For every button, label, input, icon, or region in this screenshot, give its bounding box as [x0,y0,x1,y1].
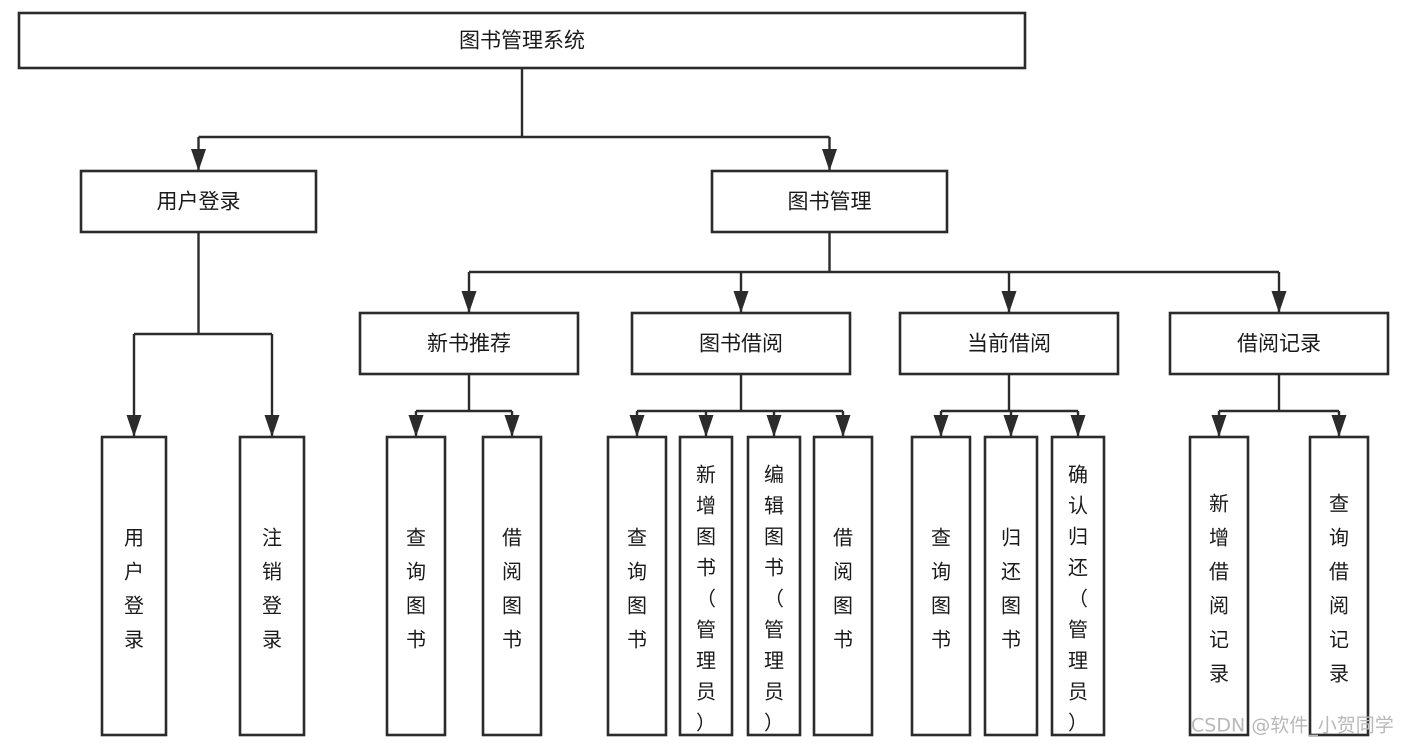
node-borrow-record-box[interactable] [1168,311,1390,376]
node-book-manage-box[interactable] [710,169,949,234]
node-leaf-return-book[interactable]: 归还图书 [983,435,1039,737]
node-leaf-borrow-book-1-box[interactable] [481,435,543,737]
current-borrow-to-leaf-return-book-arrowhead [1003,415,1019,437]
node-root-system[interactable]: 图书管理系统 [17,11,1027,70]
node-leaf-edit-book-label: 编辑图书（管理员） [764,462,784,734]
node-leaf-query-book-2[interactable]: 查询图书 [606,435,668,737]
node-leaf-logout[interactable]: 注销登录 [238,435,306,737]
node-leaf-logout-box[interactable] [238,435,306,737]
node-user-login-label: 用户登录 [157,190,241,214]
node-leaf-logout-label: 注销登录 [262,526,282,652]
node-current-borrow-box[interactable] [898,311,1120,376]
node-leaf-add-book[interactable]: 新增图书（管理员） [678,435,734,737]
node-leaf-query-book-3[interactable]: 查询图书 [910,435,972,737]
node-leaf-edit-book-box[interactable] [746,435,802,737]
borrow-record-to-leaf-query-record-arrowhead [1331,415,1347,437]
book-borrow-to-leaf-add-book-arrowhead [698,415,714,437]
node-borrow-record[interactable]: 借阅记录 [1168,311,1390,376]
node-leaf-user-login[interactable]: 用户登录 [100,435,168,737]
node-leaf-query-record-label: 查询借阅记录 [1329,492,1349,686]
node-borrow-record-label: 借阅记录 [1237,332,1321,356]
node-leaf-confirm-return[interactable]: 确认归还（管理员） [1050,435,1106,737]
node-leaf-query-book-2-box[interactable] [606,435,668,737]
node-leaf-query-book-3-box[interactable] [910,435,972,737]
book-manage-to-book-borrow-arrowhead [733,291,749,313]
node-leaf-query-book-3-label: 查询图书 [931,526,951,652]
node-new-book-rec-label: 新书推荐 [427,332,511,356]
node-user-login[interactable]: 用户登录 [79,169,318,234]
new-book-rec-to-leaf-borrow-book-1-arrowhead [504,415,520,437]
node-layer: 图书管理系统用户登录图书管理新书推荐图书借阅当前借阅借阅记录用户登录注销登录查询… [17,11,1390,737]
node-leaf-borrow-book-2[interactable]: 借阅图书 [812,435,874,737]
book-borrow-to-leaf-borrow-book-2-arrowhead [835,415,851,437]
book-borrow-to-leaf-query-book-2-arrowhead [629,415,645,437]
node-leaf-confirm-return-box[interactable] [1050,435,1106,737]
book-borrow-to-leaf-edit-book-arrowhead [766,415,782,437]
node-leaf-add-book-box[interactable] [678,435,734,737]
node-leaf-edit-book[interactable]: 编辑图书（管理员） [746,435,802,737]
node-current-borrow-label: 当前借阅 [967,332,1051,356]
node-leaf-add-book-label: 新增图书（管理员） [696,462,716,734]
book-manage-to-borrow-record-arrowhead [1271,291,1287,313]
node-root-system-box[interactable] [17,11,1027,70]
node-leaf-borrow-book-2-box[interactable] [812,435,874,737]
node-leaf-add-record[interactable]: 新增借阅记录 [1188,435,1250,737]
node-leaf-borrow-book-2-label: 借阅图书 [833,526,853,652]
node-book-borrow-label: 图书借阅 [699,332,783,356]
node-leaf-user-login-box[interactable] [100,435,168,737]
new-book-rec-to-leaf-query-book-1-arrowhead [408,415,424,437]
node-user-login-box[interactable] [79,169,318,234]
root-to-book-manage-arrowhead [822,149,837,171]
user-login-to-leaf-user-login-arrowhead [126,415,142,437]
node-book-manage-label: 图书管理 [788,190,872,214]
node-root-system-label: 图书管理系统 [459,29,585,53]
current-borrow-to-leaf-confirm-return-arrowhead [1070,415,1086,437]
node-leaf-query-record-box[interactable] [1308,435,1370,737]
node-leaf-query-record[interactable]: 查询借阅记录 [1308,435,1370,737]
node-leaf-add-record-label: 新增借阅记录 [1209,492,1229,686]
borrow-record-to-leaf-add-record-arrowhead [1211,415,1227,437]
node-leaf-query-book-2-label: 查询图书 [627,526,647,652]
node-leaf-return-book-label: 归还图书 [1001,526,1021,652]
root-to-user-login-arrowhead [191,149,206,171]
user-login-to-leaf-logout-arrowhead [264,415,280,437]
node-leaf-query-book-1-label: 查询图书 [406,526,426,652]
book-manage-to-new-book-rec-arrowhead [461,291,477,313]
node-leaf-user-login-label: 用户登录 [124,526,144,652]
node-new-book-rec-box[interactable] [358,311,580,376]
node-leaf-query-book-1[interactable]: 查询图书 [385,435,447,737]
node-book-borrow-box[interactable] [630,311,852,376]
connector-layer [126,68,1347,437]
node-leaf-return-book-box[interactable] [983,435,1039,737]
node-book-borrow[interactable]: 图书借阅 [630,311,852,376]
node-leaf-borrow-book-1[interactable]: 借阅图书 [481,435,543,737]
node-current-borrow[interactable]: 当前借阅 [898,311,1120,376]
book-manage-to-current-borrow-arrowhead [1001,291,1017,313]
node-leaf-query-book-1-box[interactable] [385,435,447,737]
node-leaf-add-record-box[interactable] [1188,435,1250,737]
node-leaf-borrow-book-1-label: 借阅图书 [502,526,522,652]
node-new-book-rec[interactable]: 新书推荐 [358,311,580,376]
current-borrow-to-leaf-query-book-3-arrowhead [933,415,949,437]
node-book-manage[interactable]: 图书管理 [710,169,949,234]
csdn-watermark: CSDN @软件_小贺同学 [1191,715,1394,737]
node-leaf-confirm-return-label: 确认归还（管理员） [1068,462,1088,734]
